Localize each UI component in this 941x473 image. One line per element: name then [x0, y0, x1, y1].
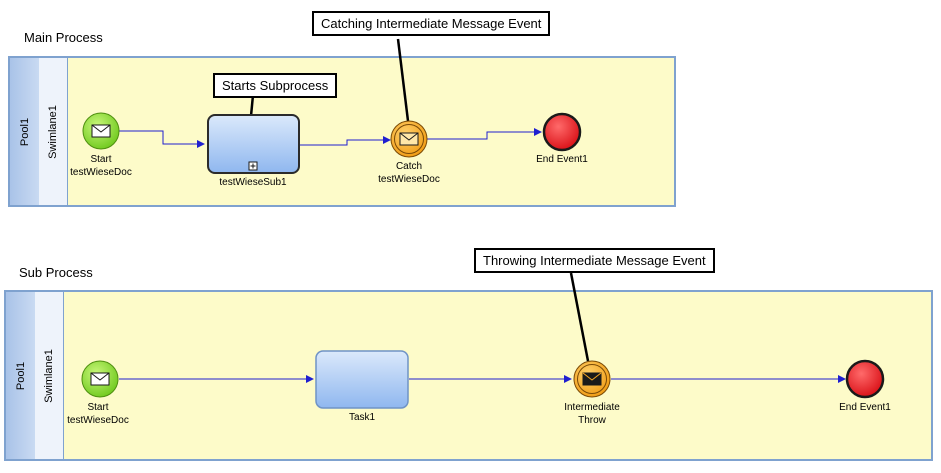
main-lane-header[interactable]: Swimlane1 [39, 58, 68, 205]
sub-pool[interactable]: Pool1 Swimlane1 [4, 290, 933, 461]
main-callout-catch-leader [396, 38, 410, 122]
sub-end-label: End Event1 [839, 402, 891, 413]
sub-process-title: Sub Process [19, 265, 93, 280]
main-flow-sub-to-catch [300, 136, 391, 146]
main-end-label: End Event1 [536, 154, 588, 165]
sub-start-event[interactable] [81, 360, 119, 398]
callout-starts-subprocess[interactable]: Starts Subprocess [213, 73, 338, 98]
sub-task[interactable] [315, 350, 409, 409]
main-subprocess[interactable] [207, 114, 300, 174]
sub-throw-label: Intermediate Throw [564, 402, 620, 426]
sub-end-event[interactable] [845, 359, 885, 399]
main-pool-header[interactable]: Pool1 [10, 58, 40, 205]
main-process-title: Main Process [24, 30, 103, 45]
main-flow-catch-to-end [427, 128, 542, 140]
sub-throw-event[interactable] [573, 360, 611, 398]
main-start-event[interactable] [82, 112, 120, 150]
sub-start-label: Start testWieseDoc [67, 402, 129, 426]
sub-callout-throw-leader [569, 272, 590, 362]
main-catch-event[interactable] [390, 120, 428, 158]
callout-throwing-message-event[interactable]: Throwing Intermediate Message Event [474, 248, 715, 273]
main-catch-label: Catch testWieseDoc [378, 161, 440, 185]
main-end-event[interactable] [542, 112, 582, 152]
main-flow-start-to-sub [119, 130, 205, 148]
callout-catching-message-event[interactable]: Catching Intermediate Message Event [312, 11, 551, 36]
sub-lane-header[interactable]: Swimlane1 [35, 292, 64, 459]
main-callout-subprocess-leader [249, 94, 255, 117]
sub-task-label: Task1 [348, 412, 376, 423]
main-start-label: Start testWieseDoc [70, 154, 132, 178]
main-subprocess-label: testWieseSub1 [219, 177, 287, 188]
